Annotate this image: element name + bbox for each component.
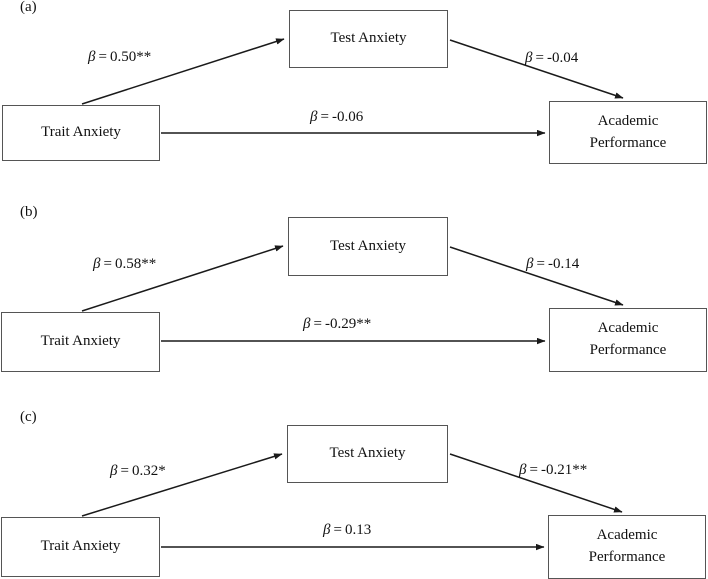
panel-b-label-b-path: β = -0.14: [526, 256, 580, 272]
panel-a-node-academic-performance: Academic Performance: [549, 101, 707, 164]
panel-c-label-b-path: β = -0.21**: [519, 462, 588, 478]
panel-b-node-trait-anxiety: Trait Anxiety: [1, 312, 160, 372]
panel-a-label-b-path: β = -0.04: [525, 50, 579, 66]
panel-c-label-c-path: β = 0.13: [323, 522, 372, 538]
panel-b-node-academic-performance-line1: Academic: [597, 320, 659, 337]
panel-c-node-academic-performance-line1: Academic: [596, 527, 658, 544]
panel-c-label-a-path: β = 0.32*: [110, 463, 166, 479]
panel-a-label: (a): [20, 0, 37, 15]
panel-b-label-a-path: β = 0.58**: [93, 256, 157, 272]
panel-b-node-test-anxiety: Test Anxiety: [288, 217, 448, 276]
panel-c-node-academic-performance-line2: Performance: [588, 549, 666, 565]
panel-c-node-trait-anxiety-label: Trait Anxiety: [40, 538, 121, 555]
panel-b-node-trait-anxiety-label: Trait Anxiety: [40, 333, 121, 350]
panel-b-node-test-anxiety-label: Test Anxiety: [329, 237, 407, 254]
panel-a-node-academic-performance-line1: Academic: [597, 112, 659, 129]
panel-c-label: (c): [20, 409, 37, 425]
panel-c-node-test-anxiety-label: Test Anxiety: [329, 445, 406, 462]
panel-a-label-a-path: β = 0.50**: [88, 49, 152, 65]
panel-c-node-trait-anxiety: Trait Anxiety: [1, 517, 160, 577]
panel-a-node-trait-anxiety: Trait Anxiety: [2, 105, 160, 161]
panel-c-node-test-anxiety: Test Anxiety: [287, 425, 448, 483]
panel-b-label: (b): [20, 204, 38, 220]
panel-b-node-academic-performance: Academic Performance: [549, 308, 707, 372]
panel-b-node-academic-performance-line2: Performance: [589, 342, 667, 358]
panel-c: (c) Test Anxiety Trait Anxiety Academic …: [0, 390, 708, 579]
panel-a-node-academic-performance-line2: Performance: [589, 134, 667, 151]
panel-a: (a) Test Anxiety Trait Anxiety Academic …: [0, 0, 708, 195]
panel-a-node-test-anxiety-label: Test Anxiety: [330, 30, 407, 47]
panel-a-arrow-test-to-academic: [449, 39, 624, 99]
panel-b-label-c-path: β = -0.29**: [303, 316, 372, 332]
panel-a-node-test-anxiety: Test Anxiety: [289, 10, 448, 68]
panel-a-label-c-path: β = -0.06: [310, 109, 364, 125]
panel-c-node-academic-performance: Academic Performance: [548, 515, 706, 579]
panel-b: (b) Test Anxiety Trait Anxiety Academic …: [0, 195, 708, 390]
panel-a-node-trait-anxiety-label: Trait Anxiety: [41, 124, 121, 141]
